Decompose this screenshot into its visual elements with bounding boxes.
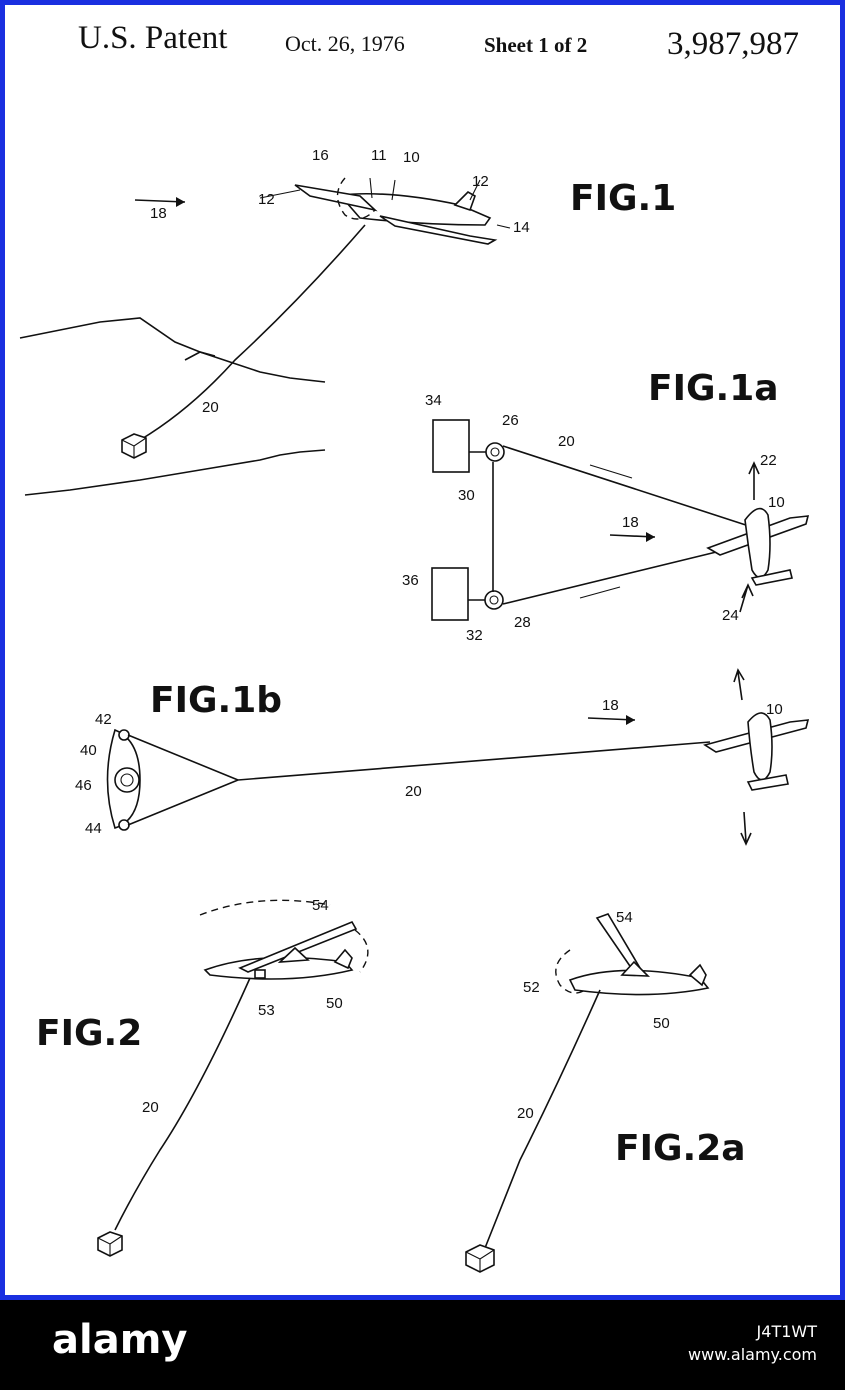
fig2a-group: FIG.2a 54 52 50 20 bbox=[466, 909, 746, 1272]
fig1a-drum-26 bbox=[486, 443, 504, 461]
fig1b-direction-arrow bbox=[588, 715, 635, 725]
fig1-ref-12-left: 12 bbox=[258, 191, 275, 208]
fig2a-aircraft bbox=[556, 914, 708, 995]
fig1-group: FIG.1 18 16 11 10 12 12 14 bbox=[20, 147, 676, 495]
fig1-payload-box bbox=[122, 434, 146, 458]
fig1a-down-arrow bbox=[740, 585, 753, 612]
fig2a-ref-50: 50 bbox=[653, 1015, 670, 1032]
fig1b-group: FIG.1b 42 40 46 44 18 10 20 bbox=[75, 670, 808, 844]
fig1b-ref-42: 42 bbox=[95, 711, 112, 728]
fig1-ref-16: 16 bbox=[312, 147, 329, 164]
image-id: J4T1WT bbox=[757, 1322, 817, 1341]
fig1a-aircraft bbox=[708, 463, 808, 612]
fig1-mountain-ridge bbox=[20, 318, 325, 382]
site-url: www.alamy.com bbox=[688, 1345, 817, 1364]
fig2-payload-box bbox=[98, 1232, 122, 1256]
fig2-ref-20: 20 bbox=[142, 1099, 159, 1116]
fig1a-lift-arrow bbox=[749, 463, 759, 500]
fig1a-ref-10: 10 bbox=[768, 494, 785, 511]
fig1-tether bbox=[140, 225, 365, 440]
fig2-ref-54: 54 bbox=[312, 897, 329, 914]
fig2a-tether bbox=[485, 990, 600, 1248]
fig1b-label: FIG.1b bbox=[150, 680, 282, 721]
fig1b-ref-20: 20 bbox=[405, 783, 422, 800]
fig1a-ref-24: 24 bbox=[722, 607, 739, 624]
alamy-logo: alamy bbox=[52, 1317, 187, 1363]
fig1a-ref-20: 20 bbox=[558, 433, 575, 450]
fig2a-ref-52: 52 bbox=[523, 979, 540, 996]
fig1b-ref-18: 18 bbox=[602, 697, 619, 714]
fig2a-label: FIG.2a bbox=[615, 1128, 746, 1169]
fig1a-ref-18: 18 bbox=[622, 514, 639, 531]
fig1b-down-arrow bbox=[741, 812, 751, 844]
fig1b-up-arrow bbox=[734, 670, 744, 700]
stock-footer: alamy J4T1WT www.alamy.com bbox=[0, 1300, 845, 1390]
fig1a-generator-34 bbox=[433, 420, 469, 472]
fig2-group: FIG.2 54 53 50 20 bbox=[36, 897, 368, 1256]
fig1-ref-10: 10 bbox=[403, 149, 420, 166]
fig1b-ref-46: 46 bbox=[75, 777, 92, 794]
fig1a-label: FIG.1a bbox=[648, 368, 779, 409]
fig1a-ref-22: 22 bbox=[760, 452, 777, 469]
fig1a-tether-lower bbox=[503, 545, 745, 604]
fig1a-generator-36 bbox=[432, 568, 468, 620]
fig1b-bridle bbox=[128, 735, 238, 825]
fig2a-ref-54: 54 bbox=[616, 909, 633, 926]
fig1-label: FIG.1 bbox=[570, 178, 676, 219]
fig2-ref-50: 50 bbox=[326, 995, 343, 1012]
fig2-rotor-arc-right bbox=[355, 930, 368, 972]
fig1b-aircraft bbox=[705, 670, 808, 844]
fig2-label: FIG.2 bbox=[36, 1013, 142, 1054]
fig1-ref-11: 11 bbox=[371, 147, 387, 164]
fig2-rotor-arc-top bbox=[200, 900, 330, 915]
fig1a-ref-28: 28 bbox=[514, 614, 531, 631]
fig1b-ref-44: 44 bbox=[85, 820, 102, 837]
fig1b-tether bbox=[238, 742, 710, 780]
fig1a-shafts bbox=[468, 452, 486, 600]
fig1a-ref-34: 34 bbox=[425, 392, 442, 409]
fig1-ref-12-right: 12 bbox=[472, 173, 489, 190]
fig1-ground-line bbox=[25, 450, 325, 495]
fig1a-tether-arrow-lower bbox=[580, 587, 620, 598]
fig1a-direction-arrow bbox=[610, 532, 655, 542]
fig1-ref-20: 20 bbox=[202, 399, 219, 416]
fig1b-ground-station bbox=[108, 730, 141, 830]
fig1b-ref-40: 40 bbox=[80, 742, 97, 759]
fig1a-group: FIG.1a 34 26 20 22 30 bbox=[402, 368, 808, 644]
fig1a-ref-36: 36 bbox=[402, 572, 419, 589]
fig1a-ref-32: 32 bbox=[466, 627, 483, 644]
fig1a-ref-30: 30 bbox=[458, 487, 475, 504]
fig2-aircraft bbox=[200, 900, 368, 979]
patent-drawing-sheet: FIG.1 18 16 11 10 12 12 14 bbox=[0, 0, 845, 1300]
fig2-ref-53: 53 bbox=[258, 1002, 275, 1019]
fig2a-ref-20: 20 bbox=[517, 1105, 534, 1122]
fig2a-payload-box bbox=[466, 1245, 494, 1272]
fig1a-drum-28 bbox=[485, 591, 503, 609]
fig1b-ref-10: 10 bbox=[766, 701, 783, 718]
fig1-ref-18: 18 bbox=[150, 205, 167, 222]
fig1a-ref-26: 26 bbox=[502, 412, 519, 429]
fig1-ref-14: 14 bbox=[513, 219, 530, 236]
